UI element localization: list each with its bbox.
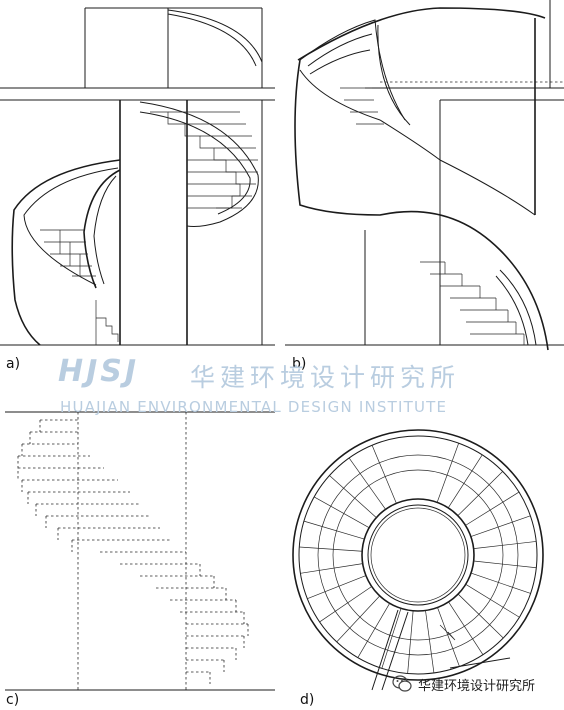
plan-tread-line xyxy=(381,608,402,669)
plan-tread-line xyxy=(329,475,377,518)
panel-b-elevation xyxy=(285,0,564,351)
plan-tread-line xyxy=(303,520,365,540)
plan-tread-line xyxy=(371,445,397,504)
panel-c-label: c) xyxy=(6,692,20,708)
plan-tread-line xyxy=(336,595,381,643)
panel-b-label: b) xyxy=(292,356,307,372)
plan-tread-line xyxy=(473,560,537,569)
plan-tread-line xyxy=(307,575,367,600)
plan-tread-line xyxy=(425,610,435,673)
watermark-logo: HJSJ xyxy=(58,354,140,389)
plan-tread-line xyxy=(313,496,370,528)
plan-tread-line xyxy=(348,457,386,510)
panel-a-elevation xyxy=(0,7,275,346)
plan-tread-line xyxy=(470,572,531,594)
plan-tread-line xyxy=(473,541,537,549)
panel-d-label: d) xyxy=(300,692,315,708)
wechat-badge: 华建环境设计研究所 xyxy=(392,674,535,694)
plan-tread-line xyxy=(407,610,414,674)
watermark-english: HUAJIAN ENVIRONMENTAL DESIGN INSTITUTE xyxy=(60,398,448,416)
plan-tread-line xyxy=(436,443,460,503)
plan-tread-line xyxy=(457,471,503,516)
badge-text: 华建环境设计研究所 xyxy=(418,678,536,694)
plan-tread-line xyxy=(457,593,504,639)
plan-tread-line xyxy=(447,454,483,509)
plan-tread-line xyxy=(437,607,460,667)
panel-c-elevation-dashed xyxy=(5,411,275,691)
plan-tread-line xyxy=(465,491,520,526)
plan-tread-line xyxy=(448,601,484,655)
plan-ring xyxy=(317,454,519,656)
plan-tread-line xyxy=(300,563,363,574)
panel-d-plan xyxy=(292,429,544,691)
plan-tread-line xyxy=(299,546,363,552)
watermark-chinese: 华建环境设计研究所 xyxy=(190,363,461,392)
panel-a-label: a) xyxy=(6,356,21,372)
plan-tread-line xyxy=(465,583,520,618)
plan-tread-line xyxy=(319,586,372,623)
plan-tread-line xyxy=(470,515,531,537)
plan-ring xyxy=(332,469,504,641)
plan-tread-line xyxy=(357,603,390,658)
wechat-icon xyxy=(392,675,412,692)
